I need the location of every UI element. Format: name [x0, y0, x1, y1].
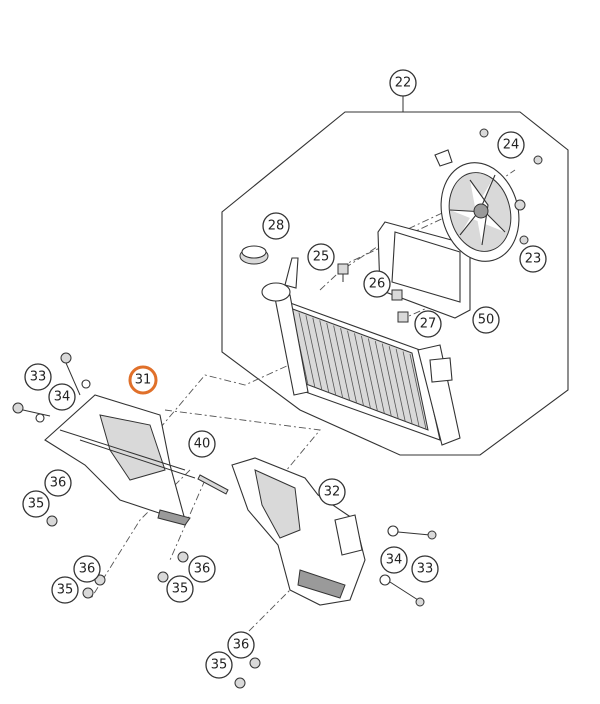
radiator — [261, 257, 461, 446]
svg-text:35: 35 — [57, 583, 74, 598]
callout-31[interactable]: 31 — [128, 365, 158, 395]
radiator-fin — [326, 322, 344, 399]
radiator-fin — [402, 351, 420, 427]
radiator-fin — [340, 328, 357, 404]
callout-26[interactable]: 26 — [363, 270, 391, 298]
callout-layer: 22 24 28 25 23 26 27 50 33 34 31 40 36 3… — [22, 69, 547, 679]
svg-text:33: 33 — [30, 370, 47, 385]
svg-text:34: 34 — [386, 553, 403, 568]
svg-text:36: 36 — [79, 562, 96, 577]
radiator-fin — [347, 330, 364, 406]
callout-35-center[interactable]: 35 — [166, 575, 194, 603]
callout-33-right[interactable]: 33 — [411, 555, 439, 583]
radiator-fin — [395, 348, 413, 424]
radiator-fin — [298, 312, 316, 388]
callout-35-left-bottom[interactable]: 35 — [51, 576, 79, 604]
svg-text:23: 23 — [525, 252, 542, 267]
callout-22[interactable]: 22 — [389, 69, 417, 97]
callout-24[interactable]: 24 — [497, 131, 525, 159]
svg-text:33: 33 — [417, 562, 434, 577]
radiator-fin — [388, 346, 406, 422]
callout-36-left-bottom[interactable]: 36 — [73, 555, 101, 583]
fastener-26 — [391, 289, 403, 301]
radiator-fin — [312, 317, 330, 393]
svg-text:31: 31 — [135, 373, 152, 388]
svg-text:28: 28 — [268, 219, 285, 234]
radiator-fin — [354, 333, 371, 409]
right-bolts — [234, 525, 437, 689]
callout-34-right[interactable]: 34 — [380, 546, 408, 574]
svg-text:25: 25 — [313, 250, 330, 265]
radiator-fins — [291, 309, 427, 430]
callout-25[interactable]: 25 — [307, 243, 335, 271]
radiator-fin — [409, 353, 427, 430]
svg-text:36: 36 — [233, 638, 250, 653]
svg-text:22: 22 — [395, 76, 412, 91]
callout-36-center[interactable]: 36 — [188, 555, 216, 583]
svg-text:24: 24 — [503, 138, 520, 153]
left-bolts — [12, 352, 189, 599]
svg-text:36: 36 — [50, 476, 67, 491]
fastener-27 — [397, 311, 409, 323]
radiator-fin — [361, 335, 378, 411]
callout-50[interactable]: 50 — [472, 306, 500, 334]
callout-33-left[interactable]: 33 — [24, 363, 52, 391]
assembly-centerline-2 — [89, 409, 321, 641]
radiator-cap — [239, 245, 269, 265]
callout-36-left-top[interactable]: 36 — [44, 469, 72, 497]
right-spoiler — [231, 457, 366, 606]
callout-36-bottom[interactable]: 36 — [227, 631, 255, 659]
radiator-fin — [319, 320, 337, 396]
radiator-fin — [374, 340, 392, 417]
left-spoiler — [44, 394, 196, 526]
svg-text:35: 35 — [172, 582, 189, 597]
svg-text:50: 50 — [478, 313, 495, 328]
callout-40[interactable]: 40 — [188, 430, 216, 458]
radiator-group-outline — [221, 111, 569, 456]
callout-35-bottom[interactable]: 35 — [205, 651, 233, 679]
svg-text:26: 26 — [369, 277, 386, 292]
callout-28[interactable]: 28 — [262, 212, 290, 240]
callout-34-left[interactable]: 34 — [48, 383, 76, 411]
radiator-fin — [381, 343, 399, 419]
fastener-24 — [479, 128, 543, 245]
pin-40 — [197, 474, 229, 495]
svg-text:36: 36 — [194, 562, 211, 577]
svg-text:35: 35 — [211, 658, 228, 673]
svg-text:40: 40 — [194, 437, 211, 452]
fastener-25 — [337, 263, 349, 282]
callout-27[interactable]: 27 — [414, 310, 442, 338]
radiator-fin — [305, 315, 323, 391]
svg-text:27: 27 — [420, 317, 437, 332]
svg-text:34: 34 — [54, 390, 71, 405]
callout-32[interactable]: 32 — [318, 478, 346, 506]
cooling-fan — [434, 149, 520, 262]
callout-23[interactable]: 23 — [519, 245, 547, 273]
svg-text:35: 35 — [28, 497, 45, 512]
radiator-fin — [333, 325, 351, 401]
radiator-fin — [367, 338, 385, 414]
svg-text:32: 32 — [324, 485, 341, 500]
callout-35-left-top[interactable]: 35 — [22, 490, 50, 518]
